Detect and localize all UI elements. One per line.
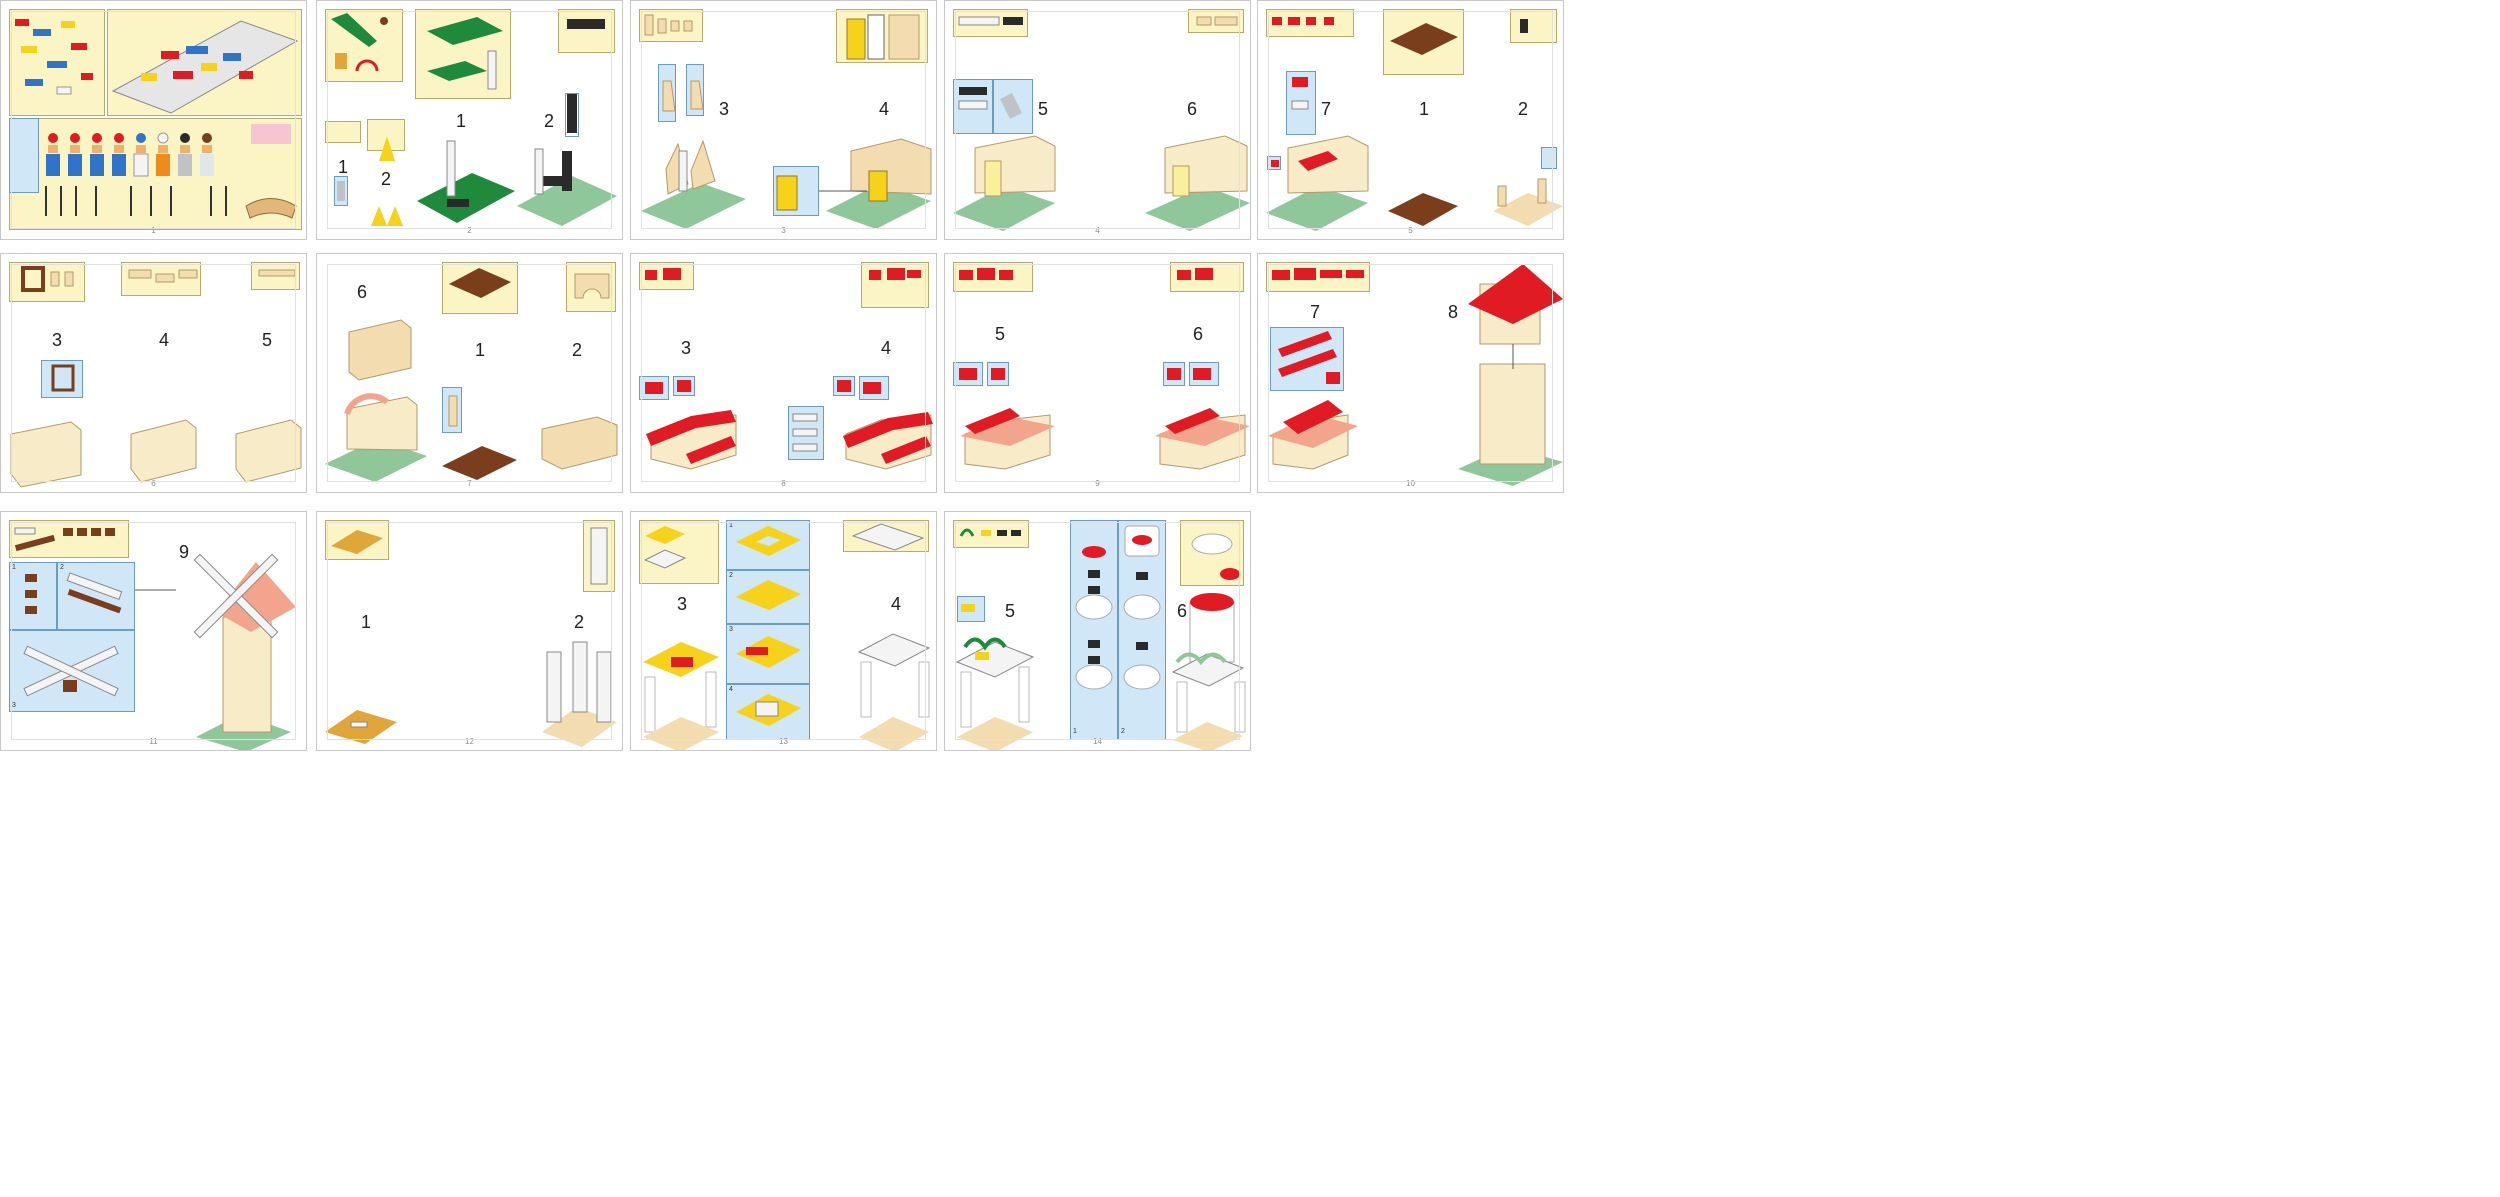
instruction-page-5: 7 1 2 5 <box>1257 0 1564 240</box>
page-number: 2 <box>467 226 472 235</box>
step-number: 1 <box>361 612 372 632</box>
instruction-page-10: 7 8 10 <box>1257 253 1564 493</box>
minifigures-illustration <box>45 124 297 219</box>
page14-illustration <box>955 525 1246 750</box>
step-number: 6 <box>1177 601 1188 621</box>
instruction-page-8: 3 4 8 <box>630 253 937 493</box>
minifigure-sub-panel <box>9 118 39 193</box>
page2-illustration <box>331 13 617 226</box>
sub-step-label: 2 <box>729 572 733 579</box>
parts-callout <box>1510 9 1557 43</box>
step-number: 3 <box>677 594 688 614</box>
step-number: 6 <box>1193 324 1204 344</box>
step-number: 1 <box>338 157 349 177</box>
sub-step-label: 4 <box>729 686 733 693</box>
page9-illustration <box>959 268 1250 470</box>
page-number: 3 <box>781 226 786 235</box>
step-number: 6 <box>357 282 368 302</box>
step-number: 5 <box>1005 601 1016 621</box>
page-number: 8 <box>781 479 786 488</box>
page-number: 7 <box>467 479 472 488</box>
step-number: 1 <box>456 111 467 131</box>
step-number: 5 <box>995 324 1006 344</box>
instruction-page-1: 1 <box>0 0 307 240</box>
parts-callout <box>558 9 615 53</box>
sub-assembly-box <box>639 376 669 400</box>
table-illustration <box>111 20 299 114</box>
sub-assembly-box <box>1541 147 1557 169</box>
sub-assembly-box <box>565 93 579 137</box>
page6-illustration <box>10 266 302 488</box>
step-number: 2 <box>544 111 555 131</box>
sub-assembly-box <box>859 376 889 400</box>
step-number: 1 <box>1419 99 1430 119</box>
page8-illustration <box>645 268 933 470</box>
step-number: 4 <box>159 330 170 350</box>
sub-assembly-box <box>953 362 983 386</box>
sub-step-label: 1 <box>12 564 16 571</box>
sub-step-label: 1 <box>1073 728 1077 735</box>
sub-step-label: 3 <box>12 702 16 709</box>
page4-illustration <box>953 16 1250 231</box>
page-number: 14 <box>1093 737 1102 746</box>
instruction-page-3: 3 4 3 <box>630 0 937 240</box>
step-number: 7 <box>1310 302 1321 322</box>
page-number: 11 <box>149 737 158 746</box>
page-number: 9 <box>1095 479 1100 488</box>
parts-callout <box>861 262 929 308</box>
instruction-page-12: 1 2 12 <box>316 511 623 751</box>
parts-callout <box>9 520 129 558</box>
page-number: 10 <box>1406 479 1415 488</box>
page11-illustration <box>14 527 296 750</box>
step-number: 1 <box>475 340 486 360</box>
sub-step-label: 3 <box>729 626 733 633</box>
page-number: 13 <box>779 737 788 746</box>
scattered-bricks-illustration <box>15 19 93 95</box>
step-number: 2 <box>1518 99 1529 119</box>
step-number: 2 <box>574 612 585 632</box>
parts-callout <box>639 520 719 584</box>
step-number: 2 <box>572 340 583 360</box>
step-number: 4 <box>891 594 902 614</box>
step-number: 2 <box>381 169 392 189</box>
step-number: 9 <box>179 542 190 562</box>
page3-illustration <box>641 14 932 229</box>
page-number: 6 <box>151 479 156 488</box>
step-number: 3 <box>719 99 730 119</box>
page-number: 12 <box>465 737 474 746</box>
parts-callout <box>325 121 361 143</box>
step-number: 5 <box>262 330 273 350</box>
page-number: 4 <box>1095 226 1100 235</box>
page-number: 5 <box>1408 226 1413 235</box>
sub-assembly-box <box>1118 520 1166 740</box>
instruction-page-14: 1 2 5 6 14 <box>944 511 1251 751</box>
instruction-page-2: 1 2 1 2 2 <box>316 0 623 240</box>
page12-illustration <box>325 527 617 747</box>
instruction-page-7: 6 1 2 7 <box>316 253 623 493</box>
instruction-page-9: 5 6 9 <box>944 253 1251 493</box>
page10-illustration <box>1268 264 1563 486</box>
step-number: 8 <box>1448 302 1459 322</box>
step-number: 3 <box>681 338 692 358</box>
step-number: 5 <box>1038 99 1049 119</box>
step-number: 3 <box>52 330 63 350</box>
page-number: 1 <box>151 226 156 235</box>
instruction-page-13: 1 2 3 4 3 4 13 <box>630 511 937 751</box>
parts-callout <box>325 9 403 82</box>
instruction-page-4: 5 6 4 <box>944 0 1251 240</box>
sub-step-label: 1 <box>729 522 733 529</box>
page13-illustration <box>643 523 931 750</box>
step-number: 4 <box>881 338 892 358</box>
step-number: 6 <box>1187 99 1198 119</box>
instruction-page-11: 1 2 3 9 11 <box>0 511 307 751</box>
sub-step-label: 2 <box>1121 728 1125 735</box>
page7-illustration <box>325 268 618 482</box>
instruction-page-6: 3 4 5 6 <box>0 253 307 493</box>
step-number: 4 <box>879 99 890 119</box>
step-number: 7 <box>1321 99 1332 119</box>
sub-step-label: 2 <box>60 564 64 571</box>
page5-illustration <box>1266 17 1563 231</box>
